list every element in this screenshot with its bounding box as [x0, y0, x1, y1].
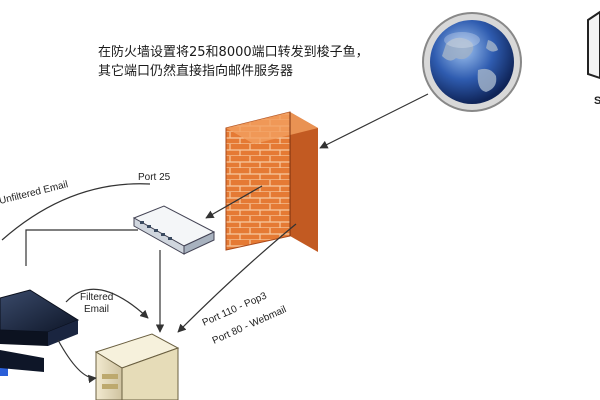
label-filtered: Filtered: [80, 292, 113, 303]
label-edge-fragment: S: [594, 95, 600, 107]
label-unfiltered-email: Unfiltered Email: [0, 179, 69, 207]
unfiltered-email-curve: [1, 183, 151, 241]
filtered-email-curve: [65, 288, 149, 319]
brick-firewall-icon: [225, 111, 318, 252]
globe-icon: [422, 12, 522, 112]
filter-appliance-icon: [0, 289, 80, 376]
connector-lines: [1, 93, 429, 384]
firewall-to-switch-arrow: [205, 185, 263, 219]
network-switch-icon: [132, 205, 216, 255]
external-server-fragment: [587, 10, 600, 80]
label-email: Email: [84, 304, 109, 315]
switch-to-appliance-line: [25, 229, 138, 266]
appliance-to-server-curve: [57, 339, 97, 384]
caption-line-2: 其它端口仍然直接指向邮件服务器: [98, 64, 294, 79]
mail-server-icon: [94, 333, 180, 400]
firewall-to-server-curve: [177, 223, 297, 333]
globe-to-firewall-arrow: [319, 93, 429, 149]
label-port-25: Port 25: [138, 172, 171, 183]
caption-line-1: 在防火墙设置将25和8000端口转发到梭子鱼，: [98, 45, 369, 60]
